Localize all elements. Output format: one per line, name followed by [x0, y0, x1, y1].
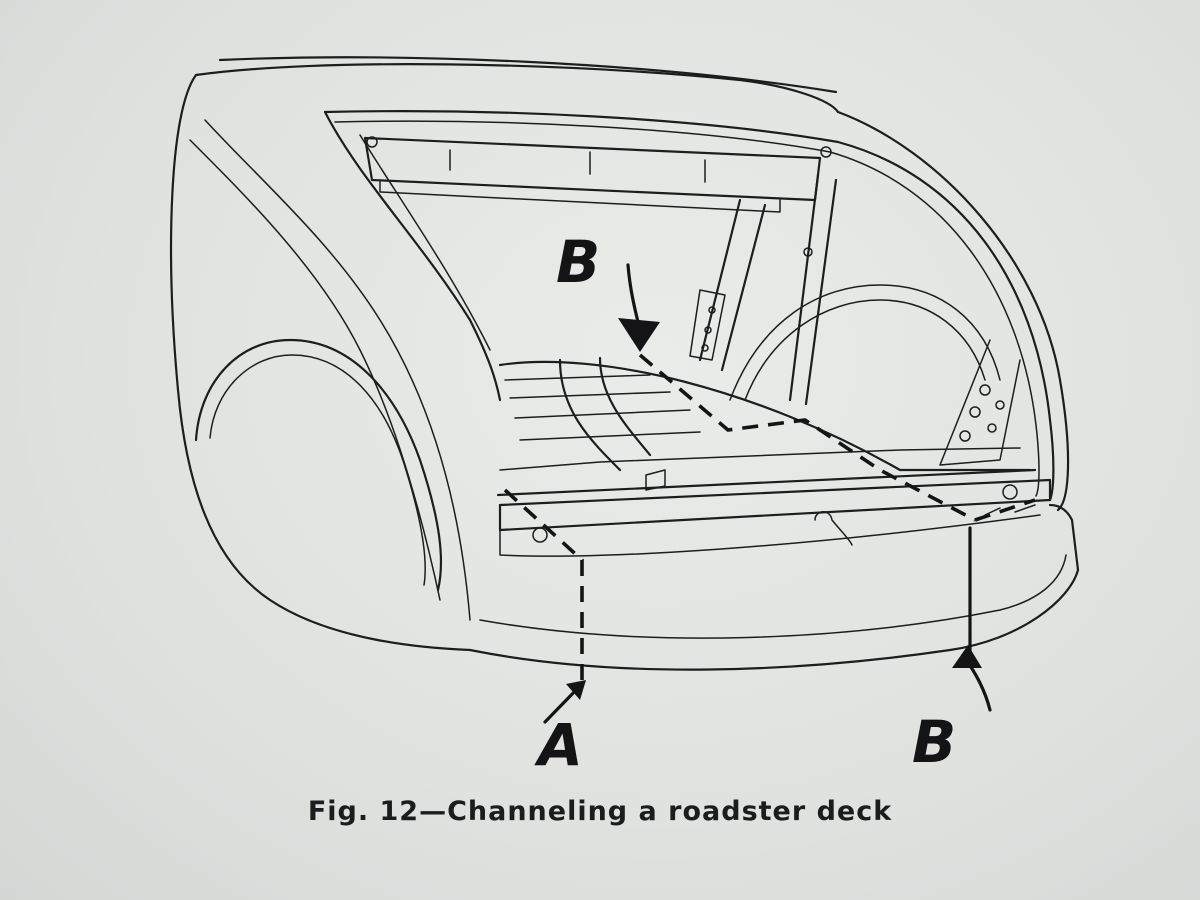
label-a: A	[534, 711, 583, 779]
floor-pan	[496, 356, 1037, 497]
arrow-b-top-head	[618, 318, 660, 352]
cut-line-b-edge	[974, 498, 1036, 522]
braces	[689, 173, 838, 406]
inner-wheel-tub	[729, 284, 1001, 401]
cut-line-a	[503, 488, 584, 680]
cut-line-b	[638, 353, 976, 522]
body-shell	[170, 56, 1080, 671]
right-side-panel	[939, 339, 1021, 466]
cut-lines	[503, 353, 1036, 680]
arrow-a-head	[566, 680, 586, 700]
deck-opening	[323, 110, 1055, 502]
upper-cross-panel	[363, 136, 832, 213]
label-b-bottom: B	[912, 708, 956, 776]
fender-arch	[194, 338, 443, 592]
arrow-b-bottom-head	[952, 645, 982, 668]
figure-caption: Fig. 12—Channeling a roadster deck	[307, 796, 893, 827]
arrows	[543, 263, 1036, 724]
label-b-top: B	[556, 228, 600, 296]
arrow-a	[543, 686, 580, 724]
rear-sill	[498, 478, 1052, 557]
